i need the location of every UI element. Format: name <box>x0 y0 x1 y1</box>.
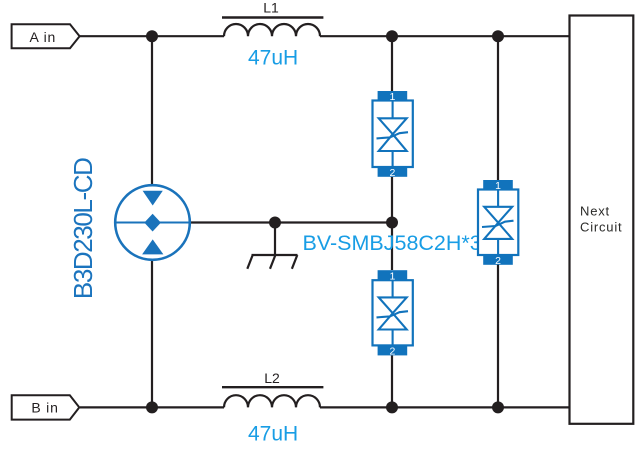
svg-text:1: 1 <box>495 180 501 192</box>
svg-text:2: 2 <box>389 345 395 357</box>
svg-text:B3D230L-CD: B3D230L-CD <box>68 158 98 299</box>
svg-text:Next: Next <box>580 203 610 218</box>
svg-text:2: 2 <box>389 167 395 179</box>
svg-text:BV-SMBJ58C2H*3: BV-SMBJ58C2H*3 <box>303 231 482 255</box>
svg-text:B in: B in <box>31 399 58 415</box>
svg-text:47uH: 47uH <box>248 47 298 70</box>
svg-text:Circuit: Circuit <box>580 220 622 235</box>
svg-text:L1: L1 <box>263 0 279 16</box>
svg-text:L2: L2 <box>264 370 280 386</box>
svg-text:A in: A in <box>30 29 57 45</box>
svg-text:1: 1 <box>389 91 395 103</box>
svg-text:1: 1 <box>389 270 395 282</box>
svg-text:47uH: 47uH <box>248 423 298 446</box>
svg-text:2: 2 <box>495 255 501 267</box>
